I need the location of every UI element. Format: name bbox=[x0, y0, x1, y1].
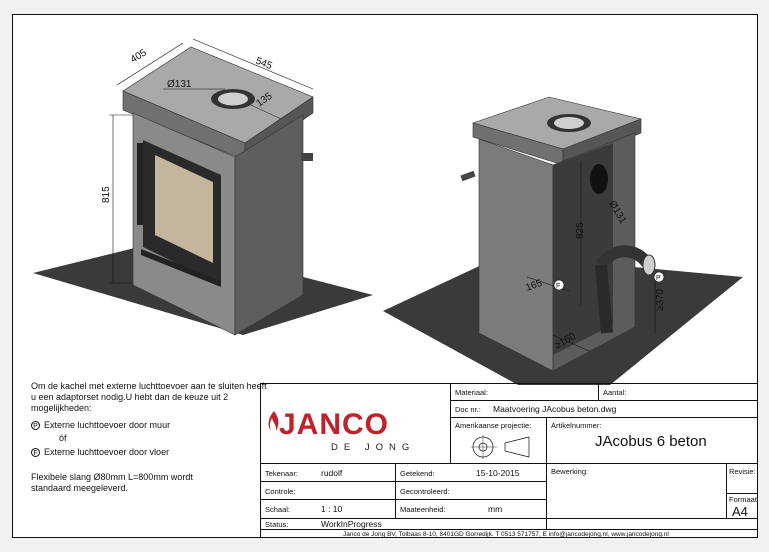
materiaal-label: Materiaal: bbox=[455, 388, 488, 397]
status-label: Status: bbox=[265, 520, 289, 529]
revisie-label: Revisie: bbox=[729, 467, 756, 476]
floor-mark-circle bbox=[553, 279, 565, 291]
notes-or: óf bbox=[59, 433, 67, 443]
materiaal-cell: Materiaal: bbox=[451, 384, 599, 401]
getekend-cell: Getekend: 15-10-2015 bbox=[396, 464, 547, 482]
flue-collar bbox=[218, 92, 248, 106]
dim-line-width bbox=[192, 38, 314, 90]
notes-option-wall: P Externe luchttoevoer door muur bbox=[31, 420, 271, 431]
bewerking-cell: Bewerking: bbox=[547, 464, 727, 519]
controle-cell: Controle: bbox=[261, 482, 396, 500]
dim-width: 545 bbox=[254, 56, 274, 73]
status-cell: Status: WorkInProgress bbox=[261, 519, 547, 529]
schaal-cell: Schaal: 1 : 10 bbox=[261, 500, 396, 519]
dim-line-bottom bbox=[552, 334, 590, 352]
flame-icon bbox=[268, 411, 279, 431]
formaat-value: A4 bbox=[732, 504, 748, 519]
door-glass bbox=[155, 155, 213, 263]
footer-bar: Janco de Jong BV, Tolbaas 8-10, 8401GD G… bbox=[261, 529, 757, 538]
ash-tray-rail bbox=[141, 249, 221, 287]
aantal-label: Aantal: bbox=[603, 388, 627, 397]
tekenaar-cell: Tekenaar: rudolf bbox=[261, 464, 396, 482]
maateenheid-cell: Maateenheid: mm bbox=[396, 500, 547, 519]
formaat-label: Formaat: bbox=[729, 495, 758, 504]
docnr-cell: Doc nr.: Maatvoering JAcobus beton.dwg bbox=[451, 401, 757, 418]
title-block: JANCO DE JONG Materiaal: Aantal: Doc nr.… bbox=[260, 383, 758, 538]
notes-hose: Flexibele slang Ø80mm L=800mm wordt stan… bbox=[31, 472, 193, 493]
dim-line-depth bbox=[116, 42, 184, 86]
floor-mark: F bbox=[31, 448, 40, 457]
schaal-label: Schaal: bbox=[265, 505, 291, 514]
dim-wall-mark: P bbox=[656, 275, 661, 282]
rear-side-knob bbox=[460, 170, 476, 182]
bewerking-label: Bewerking: bbox=[551, 467, 589, 476]
dim-height: 815 bbox=[101, 186, 112, 203]
option-floor-text: Externe luchttoevoer door vloer bbox=[44, 447, 170, 457]
rear-left-face bbox=[478, 138, 554, 372]
artikel-label: Artikelnummer: bbox=[551, 421, 602, 430]
status-filler-cell bbox=[547, 519, 757, 529]
dim-floor-mark: F bbox=[556, 283, 560, 290]
projectie-label: Amerikaanse projectie: bbox=[455, 421, 532, 430]
projectie-cell: Amerikaanse projectie: bbox=[451, 418, 547, 464]
aantal-cell: Aantal: bbox=[599, 384, 757, 401]
side-knob bbox=[301, 153, 313, 161]
notes-option-floor: F Externe luchttoevoer door vloer bbox=[31, 447, 271, 458]
tekenaar-label: Tekenaar: bbox=[265, 469, 298, 478]
flex-hose-end bbox=[642, 254, 656, 276]
rear-flue-collar bbox=[554, 117, 584, 129]
projection-symbol-icon bbox=[471, 435, 530, 459]
stove-side-face bbox=[234, 114, 304, 336]
option-wall-text: Externe luchttoevoer door muur bbox=[44, 420, 171, 430]
wall-mark-circle bbox=[653, 271, 665, 283]
revisie-cell: Revisie: bbox=[727, 464, 757, 494]
logo-sub: DE JONG bbox=[331, 442, 416, 453]
air-inlet-upper bbox=[590, 164, 608, 194]
wall-mark: P bbox=[31, 421, 40, 430]
maateenheid-value: mm bbox=[488, 504, 503, 514]
tekenaar-value: rudolf bbox=[321, 468, 343, 478]
schaal-value: 1 : 10 bbox=[321, 504, 343, 514]
status-value: WorkInProgress bbox=[321, 519, 382, 529]
docnr-label: Doc nr.: bbox=[455, 405, 481, 414]
docnr-value: Maatvoering JAcobus beton.dwg bbox=[493, 404, 617, 414]
dim-wall-height: ≥370 bbox=[655, 288, 666, 311]
formaat-cell: Formaat: A4 bbox=[727, 494, 758, 519]
controle-label: Controle: bbox=[265, 487, 296, 496]
getekend-label: Getekend: bbox=[400, 469, 435, 478]
rear-isometric-view: 825 Ø131 165 F ≥370 P ≥150 bbox=[383, 96, 743, 385]
door-handle bbox=[137, 143, 143, 225]
dim-depth: 405 bbox=[129, 47, 149, 65]
logo-main: JANCO bbox=[279, 408, 390, 441]
dim-flue-dia: Ø131 bbox=[167, 79, 192, 90]
footer-text: Janco de Jong BV, Tolbaas 8-10, 8401GD G… bbox=[343, 531, 669, 538]
dim-inlet-height: 825 bbox=[575, 222, 586, 239]
title-cell: Artikelnummer: JAcobus 6 beton bbox=[547, 418, 757, 464]
dim-line-flue-offset bbox=[250, 104, 282, 120]
gecontroleerd-label: Gecontroleerd: bbox=[400, 487, 450, 496]
drawing-sheet: 405 545 Ø131 135 815 825 Ø131 165 F ≥370… bbox=[12, 14, 758, 538]
installation-notes: Om de kachel met externe luchttoevoer aa… bbox=[31, 381, 271, 494]
flex-hose-down bbox=[595, 264, 613, 334]
maateenheid-label: Maateenheid: bbox=[400, 505, 446, 514]
logo-cell: JANCO DE JONG bbox=[261, 384, 451, 464]
notes-intro: Om de kachel met externe luchttoevoer aa… bbox=[31, 381, 267, 413]
rear-frame bbox=[553, 143, 613, 355]
drawing-title: JAcobus 6 beton bbox=[595, 433, 707, 450]
gecontroleerd-cell: Gecontroleerd: bbox=[396, 482, 547, 500]
getekend-value: 15-10-2015 bbox=[476, 468, 520, 478]
front-isometric-view: 405 545 Ø131 135 815 bbox=[33, 38, 373, 336]
